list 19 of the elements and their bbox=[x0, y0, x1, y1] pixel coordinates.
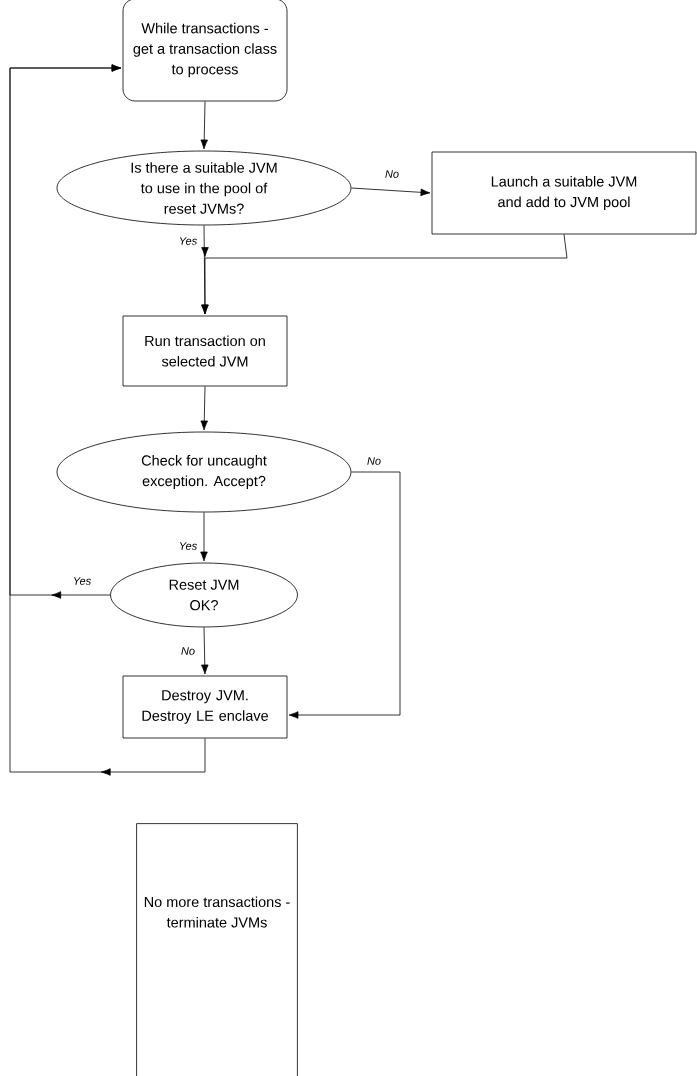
edge-label: No bbox=[365, 456, 383, 466]
edge-label: No bbox=[383, 169, 401, 179]
process-box: While transactions - get a transaction class to process bbox=[122, 0, 288, 102]
process-box: Run transaction on selected JVM bbox=[122, 315, 288, 387]
arrow bbox=[9, 64, 206, 776]
edge-label: Yes bbox=[177, 236, 199, 246]
arrow bbox=[201, 627, 209, 675]
edge-label: Yes bbox=[71, 576, 93, 586]
arrow bbox=[288, 471, 401, 719]
process-box: No more transactions - terminate JVMs bbox=[136, 823, 298, 1076]
arrow bbox=[201, 225, 209, 315]
arrow bbox=[351, 187, 431, 197]
process-box: Destroy JVM. Destroy LE enclave bbox=[122, 675, 288, 739]
arrow bbox=[200, 512, 208, 562]
arrow bbox=[200, 101, 208, 150]
edge-label: Yes bbox=[177, 541, 199, 551]
arrow bbox=[200, 386, 208, 431]
edge-label: No bbox=[179, 646, 197, 656]
process-box: Launch a suitable JVM and add to JVM pool bbox=[431, 151, 697, 235]
